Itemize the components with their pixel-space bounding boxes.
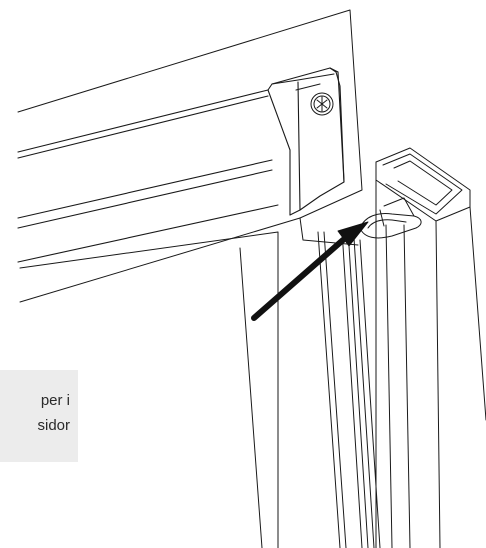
- screw-icon: [310, 92, 334, 116]
- caption-line-1: per i: [40, 392, 70, 409]
- profile-lines: [317, 229, 381, 548]
- blind-cassette: [17, 67, 345, 263]
- rail-clip: [359, 197, 422, 239]
- caption-box: per i sidor: [0, 370, 78, 462]
- arrow-icon: [251, 221, 369, 321]
- caption-line-2: sidor: [37, 417, 70, 434]
- guide-rail: [375, 147, 486, 548]
- window-frame: [17, 9, 363, 548]
